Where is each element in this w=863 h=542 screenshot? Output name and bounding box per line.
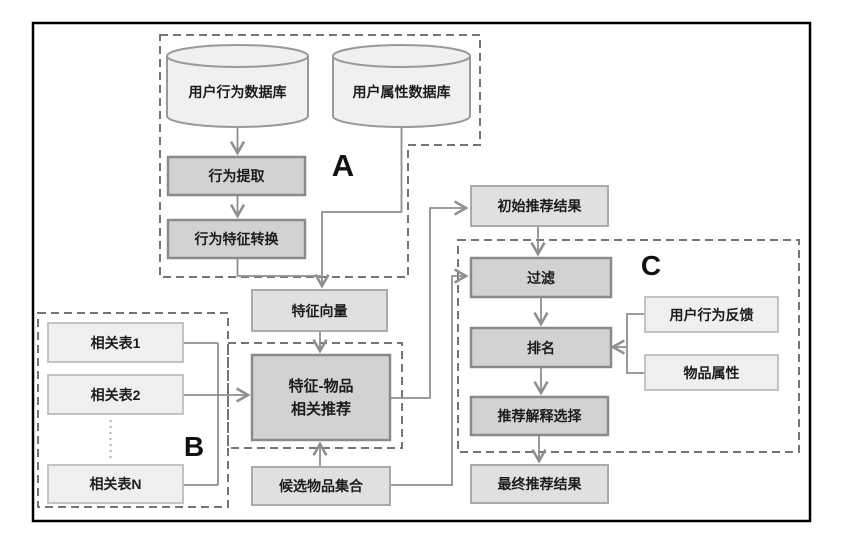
edge-transform-merge — [236, 258, 321, 277]
node-behavior-feature-transform: 行为特征转换 — [166, 218, 307, 260]
connectors — [109, 127, 645, 486]
edge-attributedb-to-featurevector — [314, 127, 403, 289]
group-b-label: B — [184, 431, 204, 462]
node-label: 特征向量 — [292, 303, 348, 319]
node-label: 物品属性 — [684, 365, 740, 381]
node-final-rec-results: 最终推荐结果 — [470, 464, 609, 504]
cylinder-body — [332, 56, 471, 128]
node-label: 最终推荐结果 — [498, 476, 583, 492]
node-label: 行为特征转换 — [194, 231, 280, 247]
node-user-attribute-db: 用户属性数据库 — [332, 44, 471, 128]
node-label: 相关表2 — [91, 387, 141, 403]
node-label: 行为提取 — [208, 168, 266, 184]
node-label: 初始推荐结果 — [498, 198, 583, 214]
node-feature-item-recommender: 特征-物品 相关推荐 — [250, 353, 392, 442]
edge-candidates-to-filter — [390, 268, 469, 486]
node-feature-vector: 特征向量 — [251, 289, 388, 332]
node-label: 过滤 — [527, 270, 555, 286]
edge-recommender-to-initial — [390, 200, 469, 399]
node-candidate-item-set: 候选物品集合 — [251, 466, 391, 506]
node-label: 用户行为反馈 — [670, 307, 754, 323]
node-label: 候选物品集合 — [279, 478, 364, 494]
group-b-outline — [37, 312, 229, 508]
node-filter: 过滤 — [469, 256, 613, 299]
group-c-label: C — [641, 250, 661, 281]
node-label: 相关表1 — [91, 335, 141, 351]
node-item-attributes: 物品属性 — [644, 354, 779, 391]
node-label: 用户行为数据库 — [189, 84, 287, 100]
cylinder-top — [332, 44, 471, 68]
group-a-outline — [159, 34, 481, 278]
cylinder-top — [166, 44, 309, 68]
edge-feedback-bracket — [626, 313, 645, 374]
node-related-table-n: 相关表N — [47, 464, 184, 504]
cylinder-body — [166, 56, 309, 128]
group-a-label: A — [332, 148, 354, 183]
node-behavior-extraction: 行为提取 — [166, 155, 307, 197]
node-label: 用户属性数据库 — [353, 84, 451, 100]
node-user-behavior-feedback: 用户行为反馈 — [644, 296, 779, 333]
node-rec-explanation-selection: 推荐解释选择 — [469, 395, 610, 437]
group-c-outline — [457, 239, 800, 453]
node-label: 推荐解释选择 — [498, 408, 583, 424]
node-initial-rec-results: 初始推荐结果 — [470, 185, 609, 227]
node-ranking: 排名 — [469, 326, 613, 369]
node-label-line1: 特征-物品 — [289, 377, 354, 395]
node-related-table-2: 相关表2 — [47, 374, 184, 415]
node-related-table-1: 相关表1 — [47, 322, 184, 363]
node-user-behavior-db: 用户行为数据库 — [166, 44, 309, 128]
node-label: 相关表N — [89, 476, 141, 492]
node-label: 排名 — [527, 340, 555, 356]
node-label-line2: 相关推荐 — [291, 400, 351, 418]
